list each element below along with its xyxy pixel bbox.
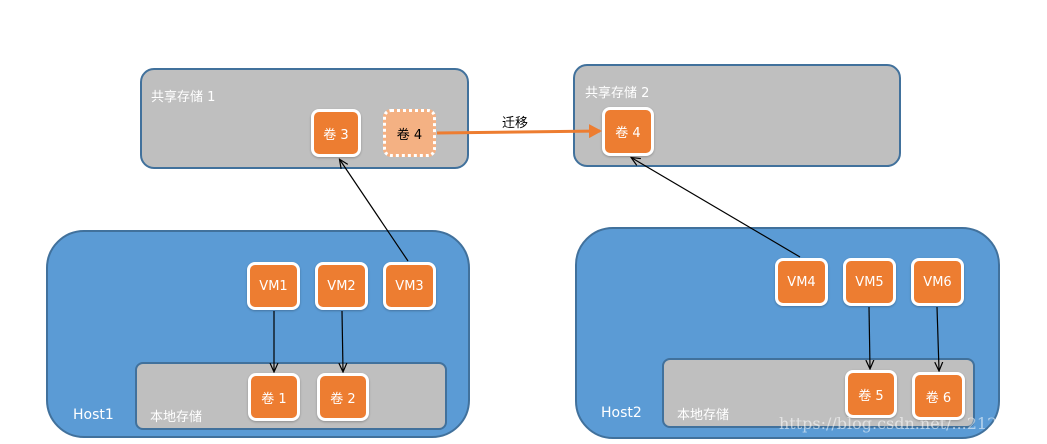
vm-2: VM2: [315, 262, 368, 310]
vm-5: VM5: [843, 258, 896, 306]
vm-6: VM6: [911, 258, 964, 306]
vm-1: VM1: [247, 262, 300, 310]
volume-3: 卷 3: [311, 109, 361, 157]
migration-label: 迁移: [502, 116, 529, 131]
shared-storage-2-label: 共享存储 2: [585, 86, 650, 101]
vm3-to-volume-3-line: [340, 160, 409, 262]
volume-5: 卷 5: [845, 370, 897, 418]
vm2-to-volume-2-line: [342, 310, 343, 371]
vm-3: VM3: [383, 262, 436, 310]
host-2-label: Host2: [601, 405, 642, 421]
shared-storage-1-label: 共享存储 1: [151, 90, 216, 105]
host-2-local-storage-label: 本地存储: [677, 408, 730, 423]
volume-4-target: 卷 4: [602, 107, 654, 156]
volume-6: 卷 6: [912, 372, 965, 420]
host-1-label: Host1: [73, 407, 114, 423]
vm6-to-volume-6-line: [937, 306, 939, 370]
vm4-to-volume-4-line: [632, 158, 801, 258]
volume-4-source: 卷 4: [383, 109, 436, 157]
host-1-local-storage-label: 本地存储: [150, 410, 203, 425]
migration-arrow: [436, 124, 602, 139]
watermark: https://blog.csdn.net/...2124304: [778, 414, 1038, 433]
volume-2: 卷 2: [317, 373, 369, 421]
vm5-to-volume-5-line: [869, 306, 870, 368]
vm-4: VM4: [775, 258, 828, 306]
volume-1: 卷 1: [248, 373, 300, 421]
